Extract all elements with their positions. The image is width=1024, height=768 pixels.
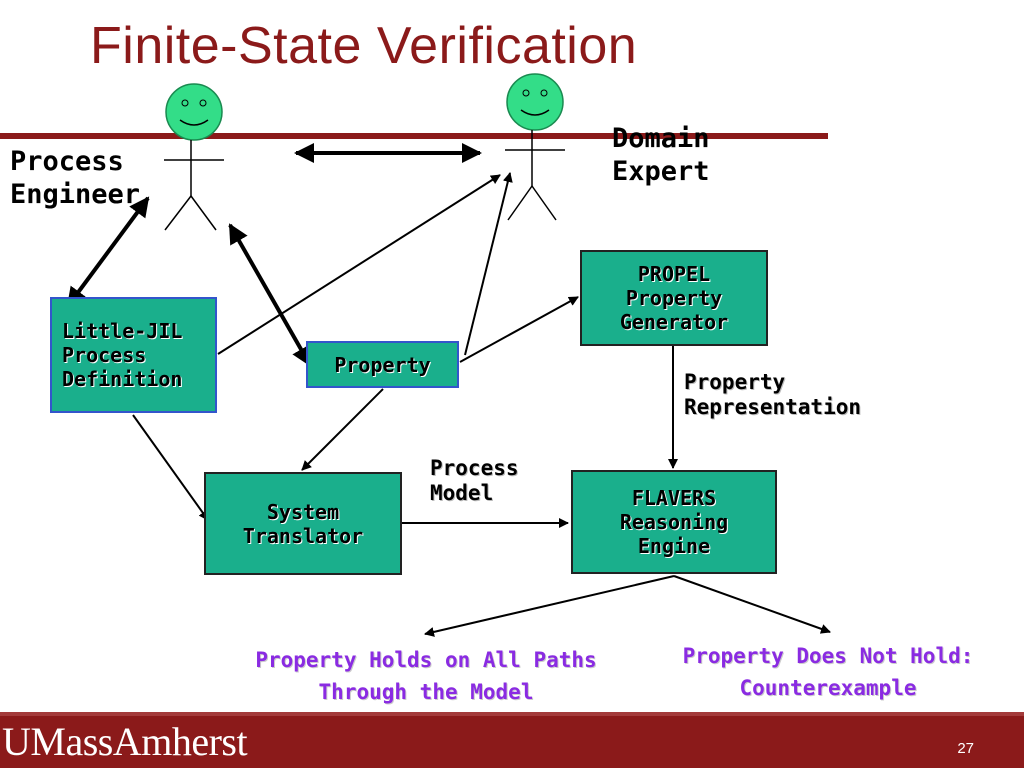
footer-bar [0, 716, 1024, 768]
umass-logo: UMassAmherst [2, 719, 248, 764]
little-jil-box: Little-JIL Process Definition [50, 297, 217, 413]
domain-expert-icon [505, 73, 565, 221]
system-translator-box: System Translator [204, 472, 402, 575]
arrow-littlejil-translator [132, 414, 209, 521]
footer-strip [0, 712, 1024, 716]
domain-expert-label: Domain Expert [612, 123, 710, 187]
arrow-property-propel [459, 296, 579, 363]
arrow-property-translator [301, 388, 384, 471]
page-number: 27 [957, 740, 974, 757]
arrow-flavers-nothold [673, 575, 831, 634]
arrow-littlejil-expert [217, 174, 501, 355]
property-representation-label: Property Representation [684, 370, 862, 419]
arrow-property-expert [464, 172, 513, 356]
property-box: Property [306, 341, 459, 388]
title-divider [0, 133, 828, 139]
arrow-littlejil-engineer [66, 196, 150, 308]
propel-box: PROPEL Property Generator [580, 250, 768, 346]
flavers-box: FLAVERS Reasoning Engine [571, 470, 777, 574]
arrow-flavers-holds [424, 575, 675, 637]
outcome-not-hold: Property Does Not Hold: Counterexample [682, 644, 974, 700]
arrow-engineer-property [228, 223, 312, 367]
outcome-holds: Property Holds on All Paths Through the … [255, 648, 597, 704]
process-engineer-label: Process Engineer [10, 146, 141, 210]
process-engineer-icon [164, 83, 224, 231]
process-model-label: Process Model [430, 456, 519, 505]
slide-title: Finite-State Verification [90, 17, 638, 75]
